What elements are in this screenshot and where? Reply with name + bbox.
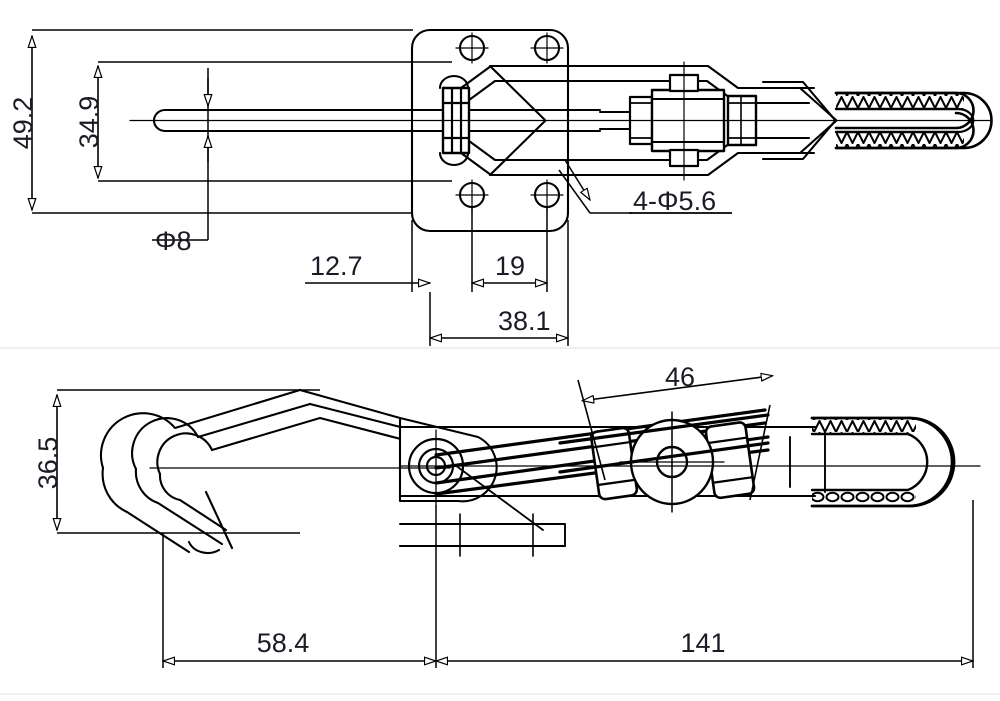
dim-12-7 [305,220,430,292]
dim-label-141: 141 [680,628,725,658]
centre-lines-side [149,411,981,513]
handle-grip-side [810,416,956,508]
side-view-dimensions [57,376,973,668]
side-view [100,388,981,557]
dim-label-19: 19 [495,251,525,281]
pivot-cap-lower [438,151,470,166]
dim-phi8 [152,68,208,241]
dim-label-4-phi5-6: 4-Φ5.6 [633,186,716,216]
handle-grip-top [834,91,993,150]
hook-bar-top [298,388,402,420]
dim-19 [472,207,547,292]
dim-36-5 [57,389,320,534]
fork-outer-upper [761,80,837,122]
hook-tip-edge [204,490,234,550]
dim-141 [436,500,973,668]
dim-49-2 [32,29,413,214]
centre-lines-top [129,61,991,181]
top-view-dimensions [32,29,732,346]
dim-46 [577,376,773,501]
dim-58-4 [163,505,436,668]
mounting-plate-outline [410,28,570,233]
dim-34-9 [98,61,452,182]
dim-label-12-7: 12.7 [310,251,363,281]
dim-label-46: 46 [665,362,695,392]
dim-label-34-9: 34.9 [74,96,104,149]
hook-bolt-strap-front [558,413,770,474]
pivot-cap-upper [438,75,470,90]
mounting-tab-side [399,513,566,557]
hook-middle-profile [131,402,312,546]
hook-outer-profile [100,388,302,554]
dim-38-1 [430,220,568,346]
hole-centre-marks [455,32,564,211]
hook-tip-cap [187,540,221,554]
dim-4-phi5-6 [558,159,732,214]
top-view [129,28,993,233]
side-view-dimension-labels: 36.5 46 58.4 141 [33,362,726,658]
top-view-dimension-labels: 49.2 34.9 Φ8 12.7 19 38.1 4-Φ5.6 [8,96,716,336]
dim-label-36-5: 36.5 [33,437,63,490]
dim-label-38-1: 38.1 [498,306,551,336]
dim-label-58-4: 58.4 [257,628,310,658]
dim-label-49-2: 49.2 [8,97,38,150]
tab-leader-line [454,464,544,531]
handle-arm-ticks [789,431,826,493]
hook-inner-profile [156,416,322,532]
dim-label-phi8: Φ8 [155,226,192,256]
fork-outer-lower [761,119,837,161]
